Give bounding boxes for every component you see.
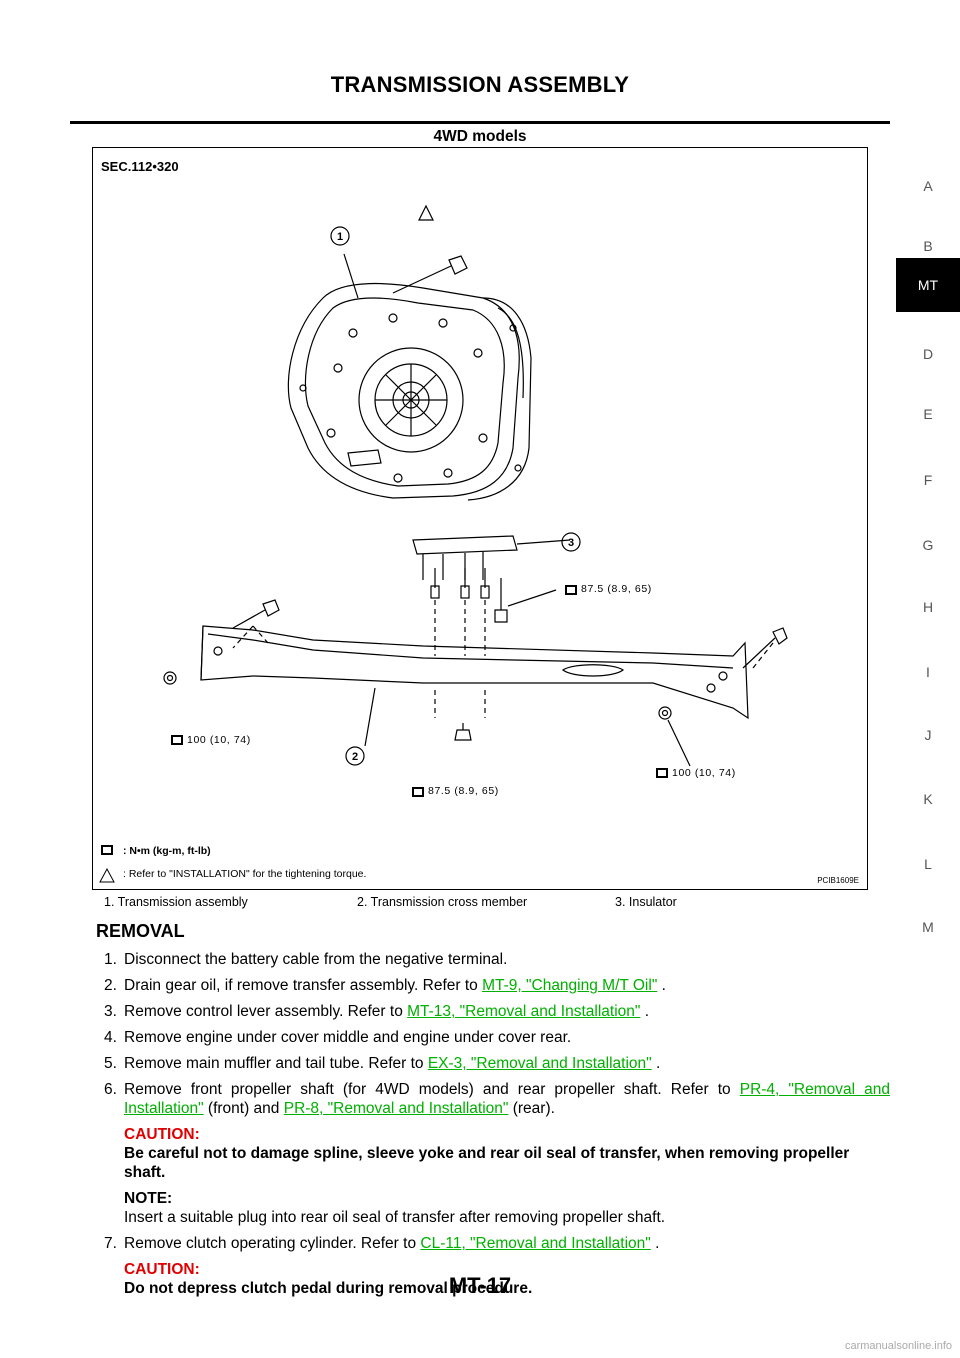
side-tab-h[interactable]: H	[922, 599, 934, 615]
note-label: NOTE:	[124, 1190, 173, 1207]
side-tab-d[interactable]: D	[922, 346, 934, 362]
removal-heading: REMOVAL	[96, 921, 185, 941]
callout-2: 2	[352, 751, 358, 763]
legend-torque-unit: : N•m (kg-m, ft-lb)	[123, 845, 211, 857]
side-tab-i[interactable]: I	[926, 664, 930, 680]
caution-label: CAUTION:	[124, 1261, 200, 1278]
figure-code: PCIB1609E	[817, 876, 859, 885]
torque-label-right-nut: 100 (10, 74)	[672, 767, 736, 779]
step-4: 4.Remove engine under cover middle and e…	[104, 1029, 572, 1046]
step-3: 3.Remove control lever assembly. Refer t…	[104, 1003, 650, 1020]
wrench-icon	[412, 787, 424, 797]
side-tab-b[interactable]: B	[923, 238, 933, 254]
wrench-icon	[565, 585, 577, 595]
side-tab-g[interactable]: G	[922, 537, 934, 553]
wrench-icon	[171, 735, 183, 745]
caution-propeller: CAUTION: Be careful not to damage spline…	[104, 1125, 890, 1182]
torque-label-insulator-bolt: 87.5 (8.9, 65)	[581, 583, 652, 595]
link-pr-4-cont[interactable]: Installation"	[124, 1100, 204, 1117]
wrench-icons	[101, 585, 668, 855]
side-tab-l[interactable]: L	[924, 856, 932, 872]
figure-box: SEC.112•320	[92, 147, 868, 890]
figure-caption-1: 1. Transmission assembly	[104, 895, 248, 909]
link-pr-4[interactable]: PR-4, "Removal and	[739, 1081, 890, 1098]
wrench-icon	[101, 845, 113, 855]
link-ex-3[interactable]: EX-3, "Removal and Installation"	[427, 1055, 652, 1072]
callout-1: 1	[337, 231, 343, 243]
removal-steps: 1.Disconnect the battery cable from the …	[104, 950, 890, 1305]
note-plug: NOTE: Insert a suitable plug into rear o…	[104, 1189, 890, 1227]
figure-sec-label: SEC.112•320	[101, 159, 179, 174]
transmission-illustration: 1 3 2	[99, 204, 788, 883]
link-mt-9[interactable]: MT-9, "Changing M/T Oil"	[482, 977, 658, 994]
side-tab-mt-active[interactable]: MT	[896, 258, 960, 312]
caution-body: Be careful not to damage spline, sleeve …	[124, 1145, 850, 1181]
step-6: 6.Remove front propeller shaft (for 4WD …	[104, 1081, 890, 1117]
caution-clutch: CAUTION: Do not depress clutch pedal dur…	[104, 1260, 890, 1298]
title-rule	[70, 121, 890, 124]
link-pr-8[interactable]: PR-8, "Removal and Installation"	[283, 1100, 509, 1117]
caution-body: Do not depress clutch pedal during remov…	[124, 1280, 533, 1297]
torque-label-bottom-nut: 87.5 (8.9, 65)	[428, 785, 499, 797]
figure-caption-3: 3. Insulator	[615, 895, 677, 909]
figure-caption-2: 2. Transmission cross member	[357, 895, 528, 909]
page-title: TRANSMISSION ASSEMBLY	[330, 72, 630, 97]
side-tab-m[interactable]: M	[922, 919, 934, 935]
caution-label: CAUTION:	[124, 1126, 200, 1143]
step-1: 1.Disconnect the battery cable from the …	[104, 951, 508, 968]
side-tab-e[interactable]: E	[923, 406, 933, 422]
link-mt-13[interactable]: MT-13, "Removal and Installation"	[407, 1003, 641, 1020]
page-number: MT-17	[448, 1273, 512, 1298]
link-cl-11[interactable]: CL-11, "Removal and Installation"	[420, 1235, 651, 1252]
side-tab-f[interactable]: F	[923, 472, 933, 488]
step-5: 5.Remove main muffler and tail tube. Ref…	[104, 1055, 661, 1072]
warning-triangle-icon	[99, 867, 115, 883]
legend-refer-installation: : Refer to "INSTALLATION" for the tighte…	[123, 868, 367, 880]
wrench-icon	[656, 768, 668, 778]
section-heading: 4WD models	[433, 128, 527, 145]
callout-3: 3	[568, 537, 574, 549]
torque-label-left-nut: 100 (10, 74)	[187, 734, 251, 746]
step-7: 7.Remove clutch operating cylinder. Refe…	[104, 1235, 660, 1252]
step-2: 2.Drain gear oil, if remove transfer ass…	[104, 977, 666, 994]
side-tab-a[interactable]: A	[923, 178, 933, 194]
side-tab-j[interactable]: J	[924, 727, 932, 743]
note-body: Insert a suitable plug into rear oil sea…	[124, 1209, 666, 1226]
side-tab-k[interactable]: K	[923, 791, 933, 807]
watermark: carmanualsonline.info	[844, 1340, 952, 1352]
